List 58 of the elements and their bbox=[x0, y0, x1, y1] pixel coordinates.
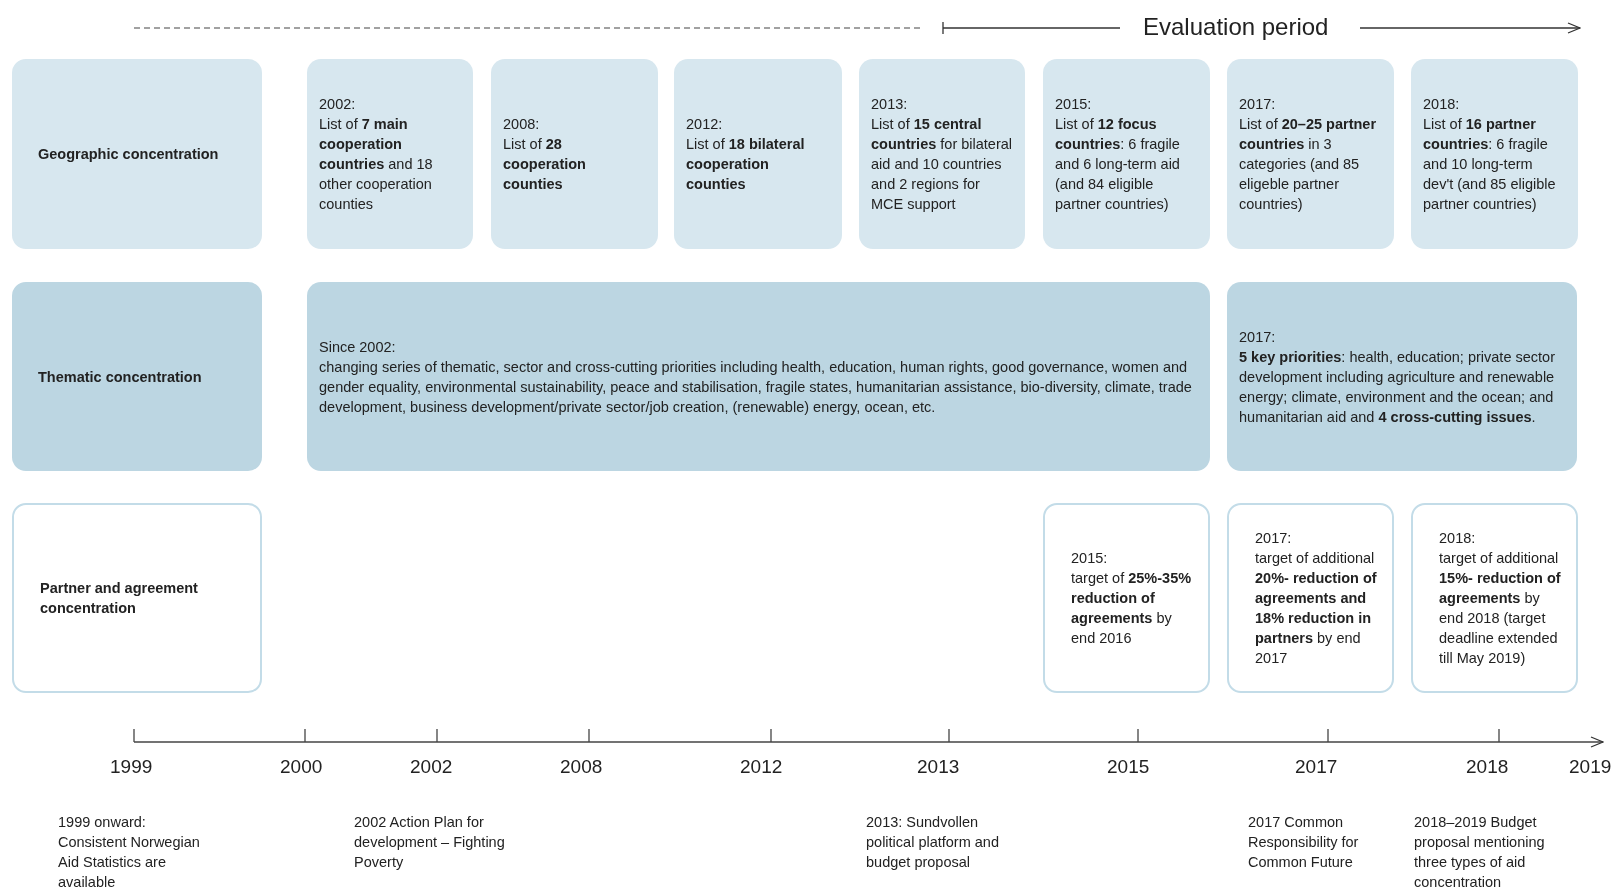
partner-card bbox=[1043, 503, 1210, 693]
year-label: 2019 bbox=[1569, 757, 1612, 777]
year-heading: 2012: bbox=[686, 115, 724, 134]
year-heading: 2015: bbox=[1071, 549, 1109, 568]
description-text: List of 20–25 partner countries in 3 categories (and 85 eligeble partner countries) bbox=[1239, 115, 1378, 214]
geographic-card bbox=[1227, 59, 1394, 249]
description-text: changing series of thematic, sector and cross-cutting priorities including health, education, human rights, good governance, women and gender equality, environmental sustainability, peace and stabilisation, fragile states, humanitarian assistance, bio-diversity, climate, trade development, business development/private sector/job creation, (renewable) energy, ocean, etc. bbox=[319, 357, 1193, 417]
row-heading: Thematic concentration bbox=[38, 367, 203, 387]
year-heading: 2018: bbox=[1439, 529, 1477, 548]
note-text: 2018–2019 Budget proposal mentioning three types of aid concentration bbox=[1414, 813, 1546, 890]
thematic-card bbox=[307, 282, 1210, 471]
year-label: 2015 bbox=[1107, 757, 1150, 777]
year-heading: Since 2002: bbox=[319, 337, 397, 357]
row-heading: Partner and agreement concentration bbox=[40, 579, 199, 618]
geographic-card bbox=[491, 59, 658, 249]
description-text: List of 15 central countries for bilateral aid and 10 countries and 2 regions for MCE support bbox=[871, 115, 1013, 214]
year-label: 2002 bbox=[410, 757, 453, 777]
year-label: 2008 bbox=[560, 757, 603, 777]
description-text: target of 25%-35% reduction of agreements by end 2016 bbox=[1071, 569, 1193, 648]
partner-card bbox=[12, 503, 262, 693]
partner-card bbox=[1227, 503, 1394, 693]
year-heading: 2015: bbox=[1055, 95, 1093, 114]
geographic-card bbox=[1043, 59, 1210, 249]
geographic-card bbox=[12, 59, 262, 249]
year-heading: 2017: bbox=[1255, 529, 1293, 548]
year-label: 2017 bbox=[1295, 757, 1338, 777]
description-text: List of 16 partner countries: 6 fragile and 10 long-term dev't (and 85 eligible partner countries) bbox=[1423, 115, 1557, 214]
thematic-card bbox=[1227, 282, 1577, 471]
year-label: 2013 bbox=[917, 757, 960, 777]
year-heading: 2008: bbox=[503, 115, 541, 134]
description-text: List of 18 bilateral cooperation counties bbox=[686, 135, 806, 194]
description-text: 5 key priorities: health, education; private sector development including agriculture and renewable energy; climate, environment and the ocean; and humanitarian aid and 4 cross-cutting issues. bbox=[1239, 347, 1556, 427]
description-text: target of additional 15%- reduction of agreements by end 2018 (target deadline extended till May 2019) bbox=[1439, 549, 1562, 668]
section-title: Evaluation period bbox=[1143, 12, 1329, 42]
year-label: 2018 bbox=[1466, 757, 1509, 777]
partner-card bbox=[1411, 503, 1578, 693]
year-label: 2012 bbox=[740, 757, 783, 777]
year-heading: 2017: bbox=[1239, 95, 1277, 114]
year-label: 2000 bbox=[280, 757, 323, 777]
note-text: 2002 Action Plan for development – Fighting Poverty bbox=[354, 813, 506, 872]
description-text: List of 28 cooperation counties bbox=[503, 135, 587, 194]
note-text: 1999 onward: Consistent Norwegian Aid Statistics are available bbox=[58, 813, 201, 890]
description-text: List of 7 main cooperation countries and 18 other cooperation counties bbox=[319, 115, 434, 214]
geographic-card bbox=[674, 59, 842, 249]
thematic-card bbox=[12, 282, 262, 471]
geographic-card bbox=[307, 59, 473, 249]
geographic-card bbox=[1411, 59, 1578, 249]
description-text: target of additional 20%- reduction of agreements and 18% reduction in partners by end 2017 bbox=[1255, 549, 1378, 668]
row-heading: Geographic concentration bbox=[38, 145, 220, 164]
note-text: 2013: Sundvollen political platform and budget proposal bbox=[866, 813, 1000, 872]
year-heading: 2018: bbox=[1423, 95, 1461, 114]
year-heading: 2017: bbox=[1239, 327, 1277, 347]
year-heading: 2013: bbox=[871, 95, 909, 114]
year-label: 1999 bbox=[110, 757, 153, 777]
description-text: List of 12 focus countries: 6 fragile and 6 long-term aid (and 84 eligible partner countries) bbox=[1055, 115, 1181, 214]
year-heading: 2002: bbox=[319, 95, 357, 114]
note-text: 2017 Common Responsibility for Common Future bbox=[1248, 813, 1360, 872]
geographic-card bbox=[859, 59, 1025, 249]
